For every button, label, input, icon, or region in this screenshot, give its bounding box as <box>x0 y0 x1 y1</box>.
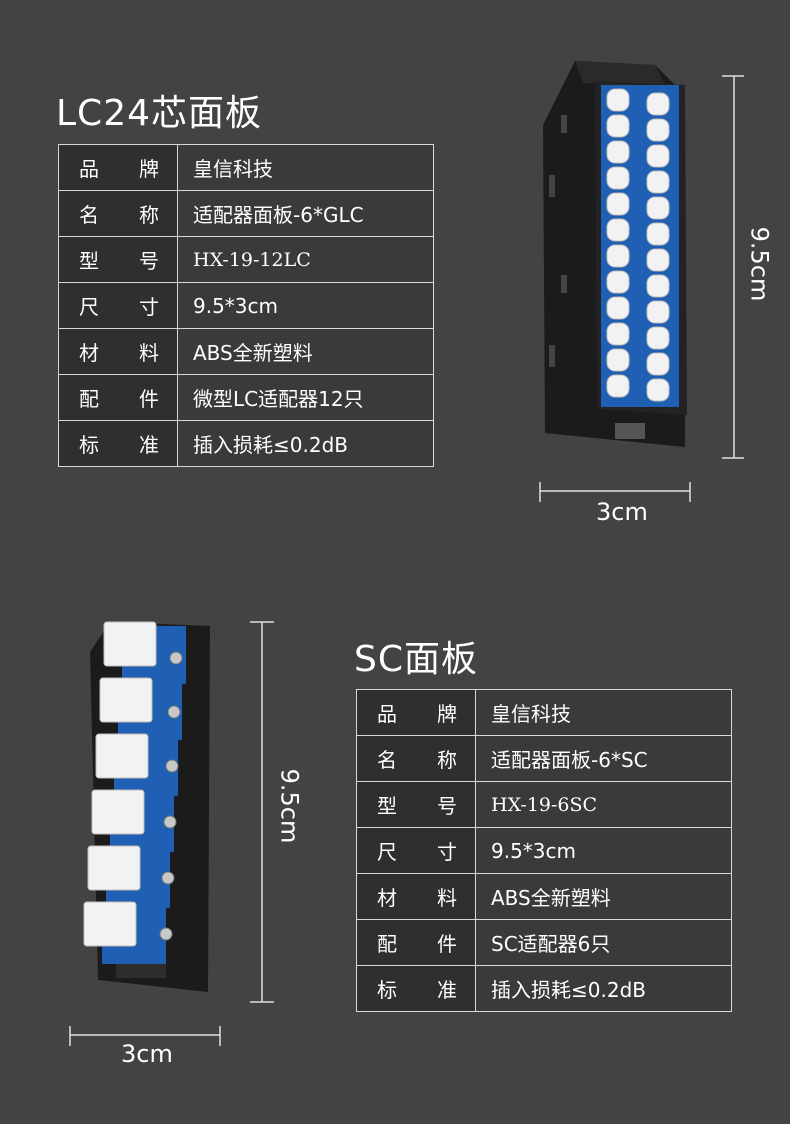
table-row: 尺寸 9.5*3cm <box>356 827 732 874</box>
table-row: 配件 SC适配器6只 <box>356 919 732 966</box>
table-row: 配件 微型LC适配器12只 <box>58 374 434 421</box>
sc-height-label: 9.5cm <box>275 768 304 844</box>
lc-accessory-value: 微型LC适配器12只 <box>177 374 434 421</box>
sc-panel-image <box>83 621 210 992</box>
table-row: 名称 适配器面板-6*GLC <box>58 190 434 237</box>
table-row: 材料 ABS全新塑料 <box>58 328 434 375</box>
lc-name-value: 适配器面板-6*GLC <box>177 190 434 237</box>
lc-height-label: 9.5cm <box>745 226 774 302</box>
sc-height-dimension-line <box>250 621 274 1003</box>
lc-width-dimension-line <box>539 482 691 502</box>
table-row: 材料 ABS全新塑料 <box>356 873 732 920</box>
table-row: 型号 HX-19-6SC <box>356 781 732 828</box>
sc-spec-table: 品牌 皇信科技 名称 适配器面板-6*SC 型号 HX-19-6SC 尺寸 9.… <box>356 689 732 1012</box>
sc-brand-value: 皇信科技 <box>475 689 732 736</box>
table-row: 标准 插入损耗≤0.2dB <box>58 420 434 467</box>
lc-panel-image <box>543 61 687 447</box>
lc-width-label: 3cm <box>596 498 648 526</box>
lc-panel-title: LC24芯面板 <box>56 93 263 134</box>
lc-spec-table: 品牌 皇信科技 名称 适配器面板-6*GLC 型号 HX-19-12LC 尺寸 … <box>58 144 434 467</box>
sc-material-value: ABS全新塑料 <box>475 873 732 920</box>
sc-standard-value: 插入损耗≤0.2dB <box>475 965 732 1012</box>
table-row: 名称 适配器面板-6*SC <box>356 735 732 782</box>
lc-size-value: 9.5*3cm <box>177 282 434 329</box>
table-row: 尺寸 9.5*3cm <box>58 282 434 329</box>
table-row: 型号 HX-19-12LC <box>58 236 434 283</box>
table-row: 品牌 皇信科技 <box>58 144 434 191</box>
sc-width-dimension-line <box>69 1026 221 1046</box>
lc-height-dimension-line <box>722 75 744 459</box>
sc-name-value: 适配器面板-6*SC <box>475 735 732 782</box>
table-row: 品牌 皇信科技 <box>356 689 732 736</box>
lc-model-value: HX-19-12LC <box>177 236 434 283</box>
lc-ports <box>606 88 670 402</box>
lc-standard-value: 插入损耗≤0.2dB <box>177 420 434 467</box>
sc-size-value: 9.5*3cm <box>475 827 732 874</box>
sc-accessory-value: SC适配器6只 <box>475 919 732 966</box>
sc-width-label: 3cm <box>121 1040 173 1068</box>
sc-ports <box>83 621 186 964</box>
lc-brand-value: 皇信科技 <box>177 144 434 191</box>
sc-model-value: HX-19-6SC <box>475 781 732 828</box>
sc-panel-title: SC面板 <box>354 639 478 680</box>
table-row: 标准 插入损耗≤0.2dB <box>356 965 732 1012</box>
lc-material-value: ABS全新塑料 <box>177 328 434 375</box>
